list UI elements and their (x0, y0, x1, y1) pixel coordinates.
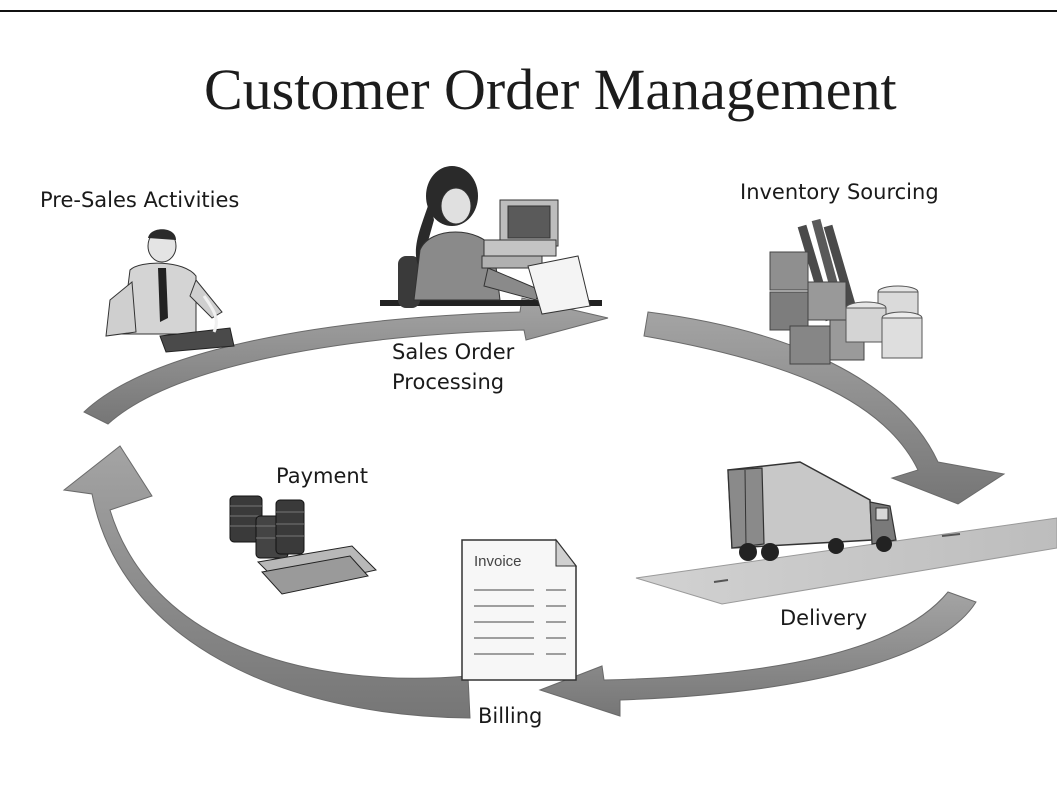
label-payment: Payment (276, 464, 368, 488)
label-delivery: Delivery (780, 606, 868, 630)
arrow-inventory-to-delivery (643, 311, 1006, 505)
label-pre-sales-activities: Pre-Sales Activities (40, 188, 240, 212)
label-billing: Billing (478, 704, 543, 728)
pre-sales-man-illustration (105, 229, 235, 353)
arrow-delivery-to-billing (538, 591, 977, 717)
road (635, 517, 1057, 605)
sales-order-clerk-illustration (380, 166, 602, 315)
top-rule (0, 10, 1057, 12)
diagram-title: Customer Order Management (204, 57, 897, 122)
inventory-illustration (769, 218, 923, 365)
label-inventory-sourcing: Inventory Sourcing (740, 180, 939, 204)
label-sales-order-line2: Processing (392, 370, 505, 394)
delivery-truck-illustration (727, 461, 897, 561)
label-sales-order-line1: Sales Order (392, 340, 515, 364)
invoice-label: Invoice (474, 553, 522, 570)
payment-money-illustration (229, 495, 377, 595)
arrow-payment-to-presales (62, 445, 471, 719)
arrow-presales-to-sales (83, 297, 609, 425)
invoice-document-illustration: Invoice (461, 538, 578, 681)
